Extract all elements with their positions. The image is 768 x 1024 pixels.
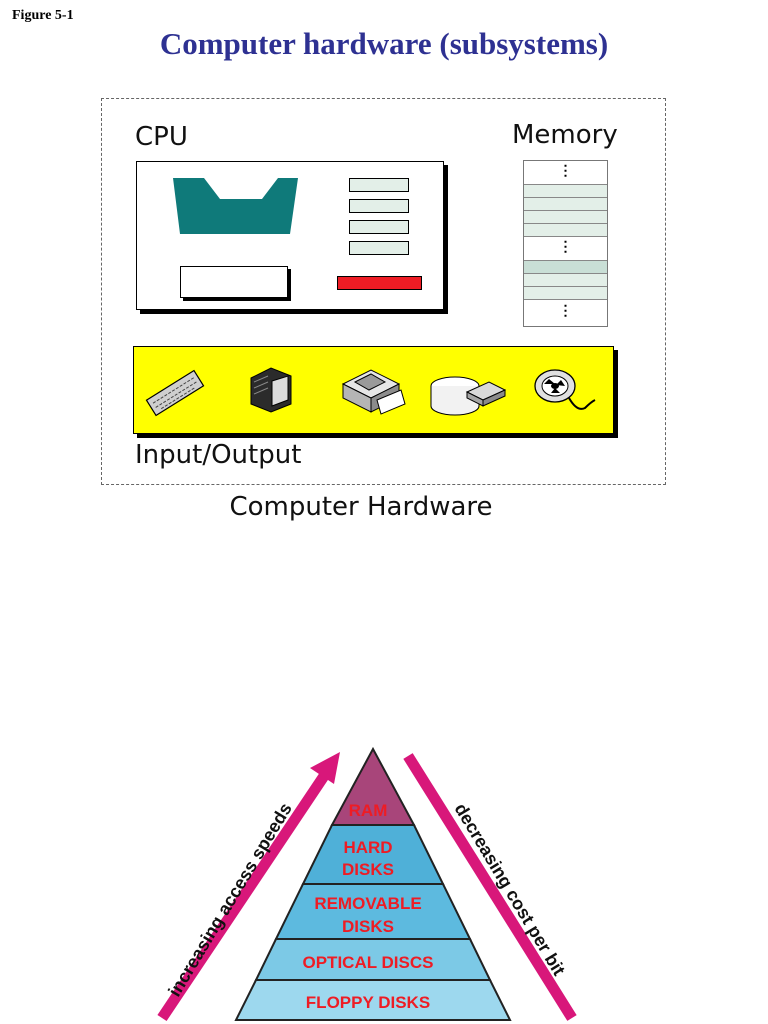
memory-ellipsis: ⋮ <box>558 162 573 178</box>
memory-ellipsis: ⋮ <box>558 238 573 254</box>
memory-ellipsis: ⋮ <box>558 302 573 318</box>
alu-shape <box>173 178 298 234</box>
keyboard-icon <box>145 369 205 417</box>
highlighted-register <box>337 276 422 290</box>
memory-hierarchy-pyramid: RAM HARD DISKS REMOVABLE DISKS OPTICAL D… <box>152 746 582 1024</box>
hardware-frame <box>101 98 666 485</box>
cpu-register <box>349 220 409 234</box>
memory-cell <box>524 198 607 211</box>
memory-cell <box>524 300 607 326</box>
increasing-speed-arrow <box>157 752 340 1022</box>
pyramid-label: DISKS <box>342 860 394 879</box>
pyramid-tier-floppy-disks <box>234 979 512 1021</box>
control-unit-box <box>180 266 288 298</box>
cpu-register <box>349 241 409 255</box>
memory-column: ⋮ ⋮ ⋮ <box>523 160 608 327</box>
tape-reel-icon <box>534 369 596 410</box>
memory-cell <box>524 211 607 224</box>
memory-cell <box>524 274 607 287</box>
printer-icon <box>341 369 406 415</box>
memory-cell <box>524 185 607 198</box>
pyramid-label: RAM <box>349 801 388 820</box>
memory-cell <box>524 261 607 274</box>
memory-cell <box>524 224 607 237</box>
monitor-icon <box>250 367 292 413</box>
disk-drive-icon <box>430 376 507 416</box>
figure-label: Figure 5-1 <box>12 8 74 23</box>
io-label: Input/Output <box>135 440 302 470</box>
io-devices <box>145 367 596 417</box>
cpu-register <box>349 199 409 213</box>
memory-label: Memory <box>512 120 618 150</box>
memory-cell <box>524 287 607 300</box>
decreasing-cost-arrow <box>403 753 577 1021</box>
memory-cell <box>524 237 607 261</box>
page-title: Computer hardware (subsystems) <box>159 26 609 61</box>
pyramid-label: OPTICAL DISCS <box>303 953 434 972</box>
diagram-caption: Computer Hardware <box>229 492 493 522</box>
cpu-register <box>349 178 409 192</box>
pyramid-label: HARD <box>343 838 392 857</box>
cpu-label: CPU <box>135 122 188 152</box>
pyramid-label: REMOVABLE <box>314 894 421 913</box>
pyramid-label: DISKS <box>342 917 394 936</box>
memory-cell <box>524 161 607 185</box>
pyramid-label: FLOPPY DISKS <box>306 993 430 1012</box>
